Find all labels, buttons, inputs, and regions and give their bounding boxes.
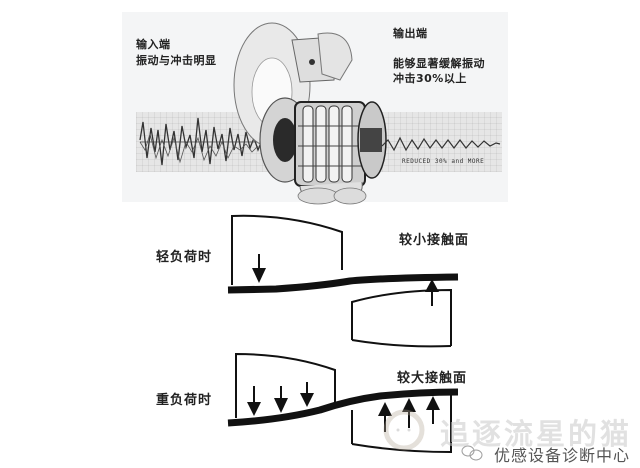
input-end-description: 振动与冲击明显 (136, 54, 217, 67)
watermark-main: 追逐流星的猫 (440, 417, 633, 451)
output-end-description-line1: 能够显著缓解振动 (393, 57, 485, 70)
wechat-icon (461, 445, 483, 461)
watermark-cat-icon (383, 409, 425, 451)
small-contact-label: 较小接触面 (399, 233, 470, 248)
input-end-label: 输入端 (136, 38, 171, 51)
heavy-load-label: 重负荷时 (156, 393, 213, 408)
large-contact-label: 较大接触面 (397, 371, 468, 386)
output-vibration-wave (381, 136, 501, 152)
grid-coupling-illustration (233, 22, 387, 205)
up-arrow-icon (426, 396, 440, 424)
light-load-label: 轻负荷时 (156, 250, 213, 265)
up-arrow-icon (402, 398, 416, 428)
down-arrow-icon (300, 382, 314, 407)
output-end-description-line2: 冲击30%以上 (393, 72, 467, 85)
reduced-caption: REDUCED 30% and MORE (402, 158, 485, 165)
up-arrow-icon (378, 402, 392, 432)
watermark-sub: 优感设备诊断中心 (494, 446, 631, 465)
input-vibration-wave (139, 117, 263, 166)
output-end-label: 输出端 (393, 27, 428, 40)
light-load-diagram (227, 214, 459, 348)
up-arrow-icon (425, 279, 439, 306)
down-arrow-icon (247, 386, 261, 416)
down-arrow-icon (274, 386, 288, 413)
input-vibration-wave-2 (139, 132, 259, 164)
down-arrow-icon (252, 254, 266, 283)
heavy-load-diagram (227, 352, 459, 454)
